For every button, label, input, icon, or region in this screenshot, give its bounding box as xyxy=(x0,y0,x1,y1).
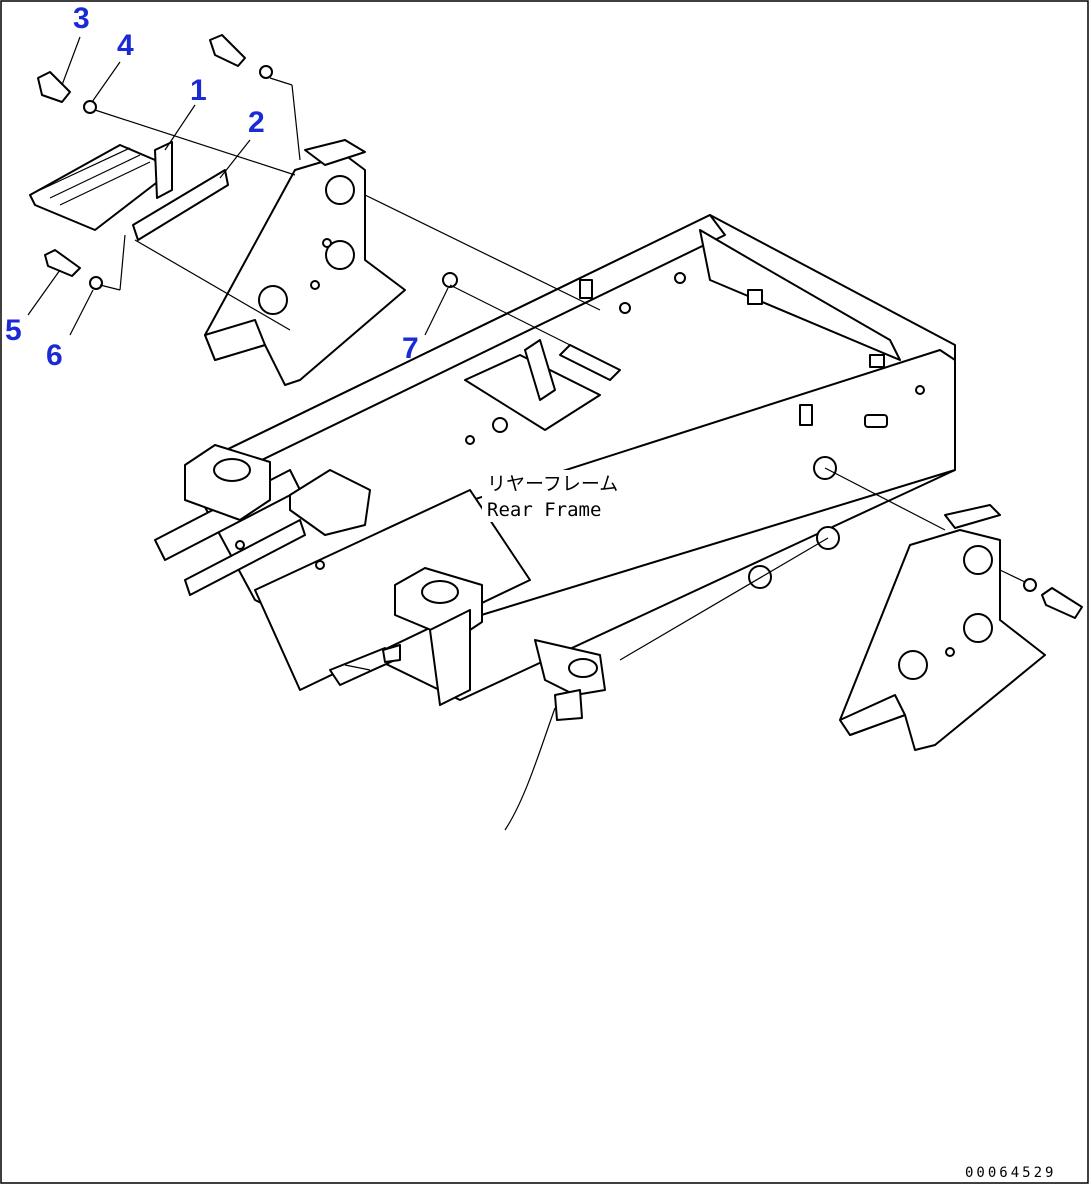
callout-7: 7 xyxy=(402,332,419,365)
callout-3: 3 xyxy=(73,2,90,35)
left-counterweight xyxy=(204,139,406,386)
callout-5: 5 xyxy=(5,314,22,347)
callout-1: 1 xyxy=(190,74,207,107)
frame-label: リヤーフレーム Rear Frame xyxy=(482,470,622,522)
callout-4: 4 xyxy=(117,29,134,62)
callout-2: 2 xyxy=(248,106,265,139)
callout-6: 6 xyxy=(46,339,63,372)
frame-label-english: Rear Frame xyxy=(487,499,601,521)
step-assembly xyxy=(29,141,229,241)
right-counterweight xyxy=(839,504,1046,751)
frame-label-japanese: リヤーフレーム xyxy=(487,473,618,495)
drawing-number: 00064529 xyxy=(965,1165,1056,1181)
leader-lines xyxy=(27,36,1026,671)
rear-frame xyxy=(154,214,956,831)
fasteners xyxy=(37,34,1083,619)
callout-labels: 3 4 1 2 5 6 7 xyxy=(5,2,419,372)
